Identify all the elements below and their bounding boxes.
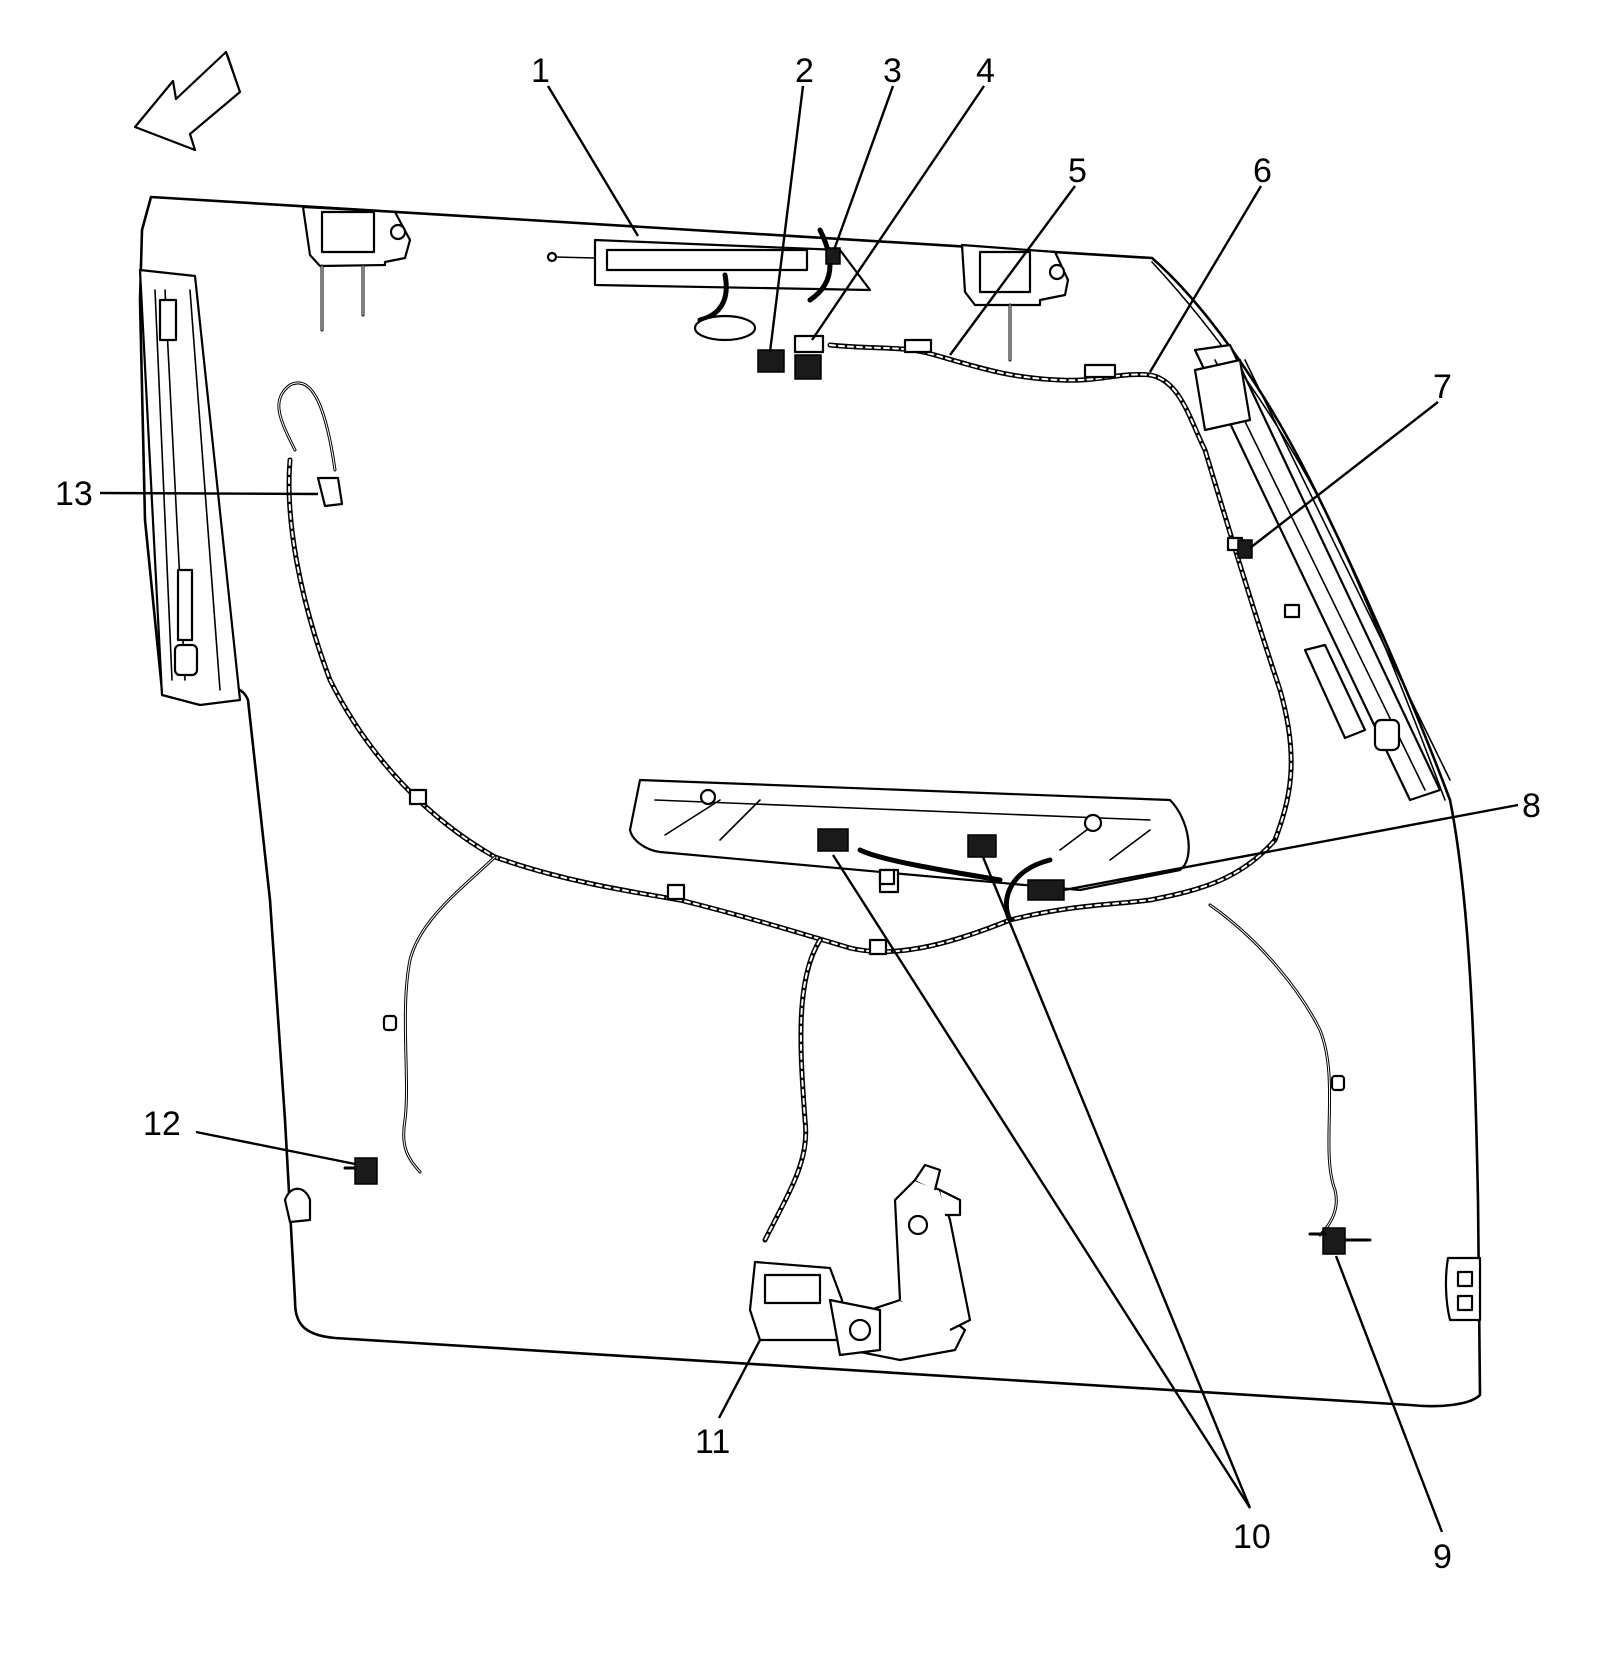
callout-10: 10 xyxy=(1233,1518,1271,1556)
front-direction-arrow-icon xyxy=(133,50,242,152)
right-gas-strut xyxy=(1193,343,1451,802)
right-hinge xyxy=(960,243,1070,362)
connector-2 xyxy=(757,349,785,373)
striker-pocket xyxy=(1444,1256,1482,1322)
connector-8 xyxy=(1027,879,1065,901)
harness-clip-7 xyxy=(1237,539,1253,559)
upper-harness xyxy=(827,338,1301,843)
left-hinge xyxy=(301,205,412,332)
callout-4: 4 xyxy=(976,52,995,90)
callout-numbers: 1 2 3 4 5 6 7 8 9 10 11 12 13 xyxy=(55,52,1541,1576)
callout-2: 2 xyxy=(795,52,814,90)
callout-1: 1 xyxy=(531,52,550,90)
clip-13 xyxy=(316,476,344,508)
license-lamp-bracket xyxy=(628,778,1190,894)
high-mounted-stop-lamp xyxy=(546,227,872,342)
callout-11: 11 xyxy=(695,1423,730,1461)
callout-6: 6 xyxy=(1253,152,1272,190)
leader-lines xyxy=(99,85,1519,1533)
connector-4 xyxy=(793,334,825,380)
callout-12: 12 xyxy=(143,1105,181,1143)
callout-5: 5 xyxy=(1068,152,1087,190)
callout-13: 13 xyxy=(55,475,93,513)
connector-3 xyxy=(825,247,841,265)
lower-harness xyxy=(286,457,1278,1243)
callout-8: 8 xyxy=(1522,787,1541,825)
fasteners xyxy=(382,868,1346,1092)
liftgate-latch xyxy=(748,1163,972,1362)
liftgate-panel xyxy=(138,195,1482,1408)
left-gas-strut xyxy=(138,268,242,707)
callout-7: 7 xyxy=(1433,368,1452,406)
switch-12 xyxy=(283,1157,378,1224)
branch-wires xyxy=(277,381,1338,1237)
switch-9 xyxy=(1308,1227,1372,1255)
callout-9: 9 xyxy=(1433,1538,1452,1576)
callout-3: 3 xyxy=(883,52,902,90)
